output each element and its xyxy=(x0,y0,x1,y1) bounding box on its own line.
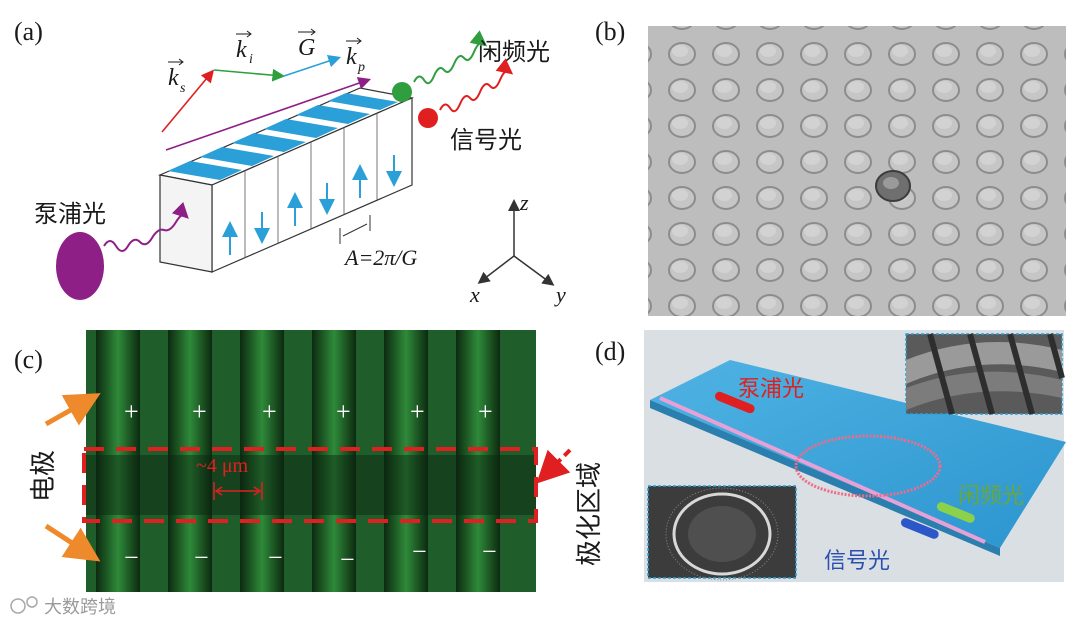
kp-label: k xyxy=(346,44,357,70)
watermark-text: 大数跨境 xyxy=(44,597,116,618)
pump-wave xyxy=(103,201,189,252)
chip-idler-label: 闲频光 xyxy=(958,484,1024,509)
svg-text:−: − xyxy=(124,543,139,572)
kp-vector xyxy=(165,77,372,151)
ki-sub: i xyxy=(249,52,253,67)
air-hole-lattice xyxy=(648,26,1066,316)
signal-dot xyxy=(418,108,438,128)
wave-vector-diagram: k s k i G k p xyxy=(161,28,372,151)
svg-text:+: + xyxy=(410,397,425,426)
crystal-side-face xyxy=(159,174,213,273)
pump-label: 泵浦光 xyxy=(34,200,106,228)
svg-text:+: + xyxy=(124,397,139,426)
g-label: G xyxy=(298,35,315,61)
panel-c: (c) + + + + + + − − − − − − ~4 μm xyxy=(14,330,605,592)
signal-wave xyxy=(439,58,514,113)
domain-walls xyxy=(244,113,378,258)
bus-waveguide xyxy=(659,396,986,544)
ks-vector xyxy=(161,69,215,133)
electrode-arrows xyxy=(44,393,101,562)
panel-a-label: (a) xyxy=(14,17,43,46)
signal-mode-marker xyxy=(900,518,939,539)
idler-dot xyxy=(392,82,412,102)
ki-vector xyxy=(213,68,286,82)
microring-resonator xyxy=(794,434,942,498)
axis-x-label: x xyxy=(469,282,480,307)
axis-y-label: y xyxy=(554,282,566,307)
electrode-label: 电极 xyxy=(29,450,59,502)
domain-spacing-label: ~4 μm xyxy=(196,455,249,477)
grating-stripes xyxy=(168,93,398,180)
panel-b-label: (b) xyxy=(595,17,625,46)
svg-text:−: − xyxy=(412,537,427,566)
panel-d-label: (d) xyxy=(595,337,625,366)
sem-inset-sidewall xyxy=(905,333,1065,415)
poled-band-shade xyxy=(86,455,536,515)
axis-z-label: z xyxy=(519,190,529,215)
ks-sub: s xyxy=(180,81,186,96)
sem-inset-ring xyxy=(647,485,797,581)
idler-wave xyxy=(413,30,488,85)
svg-text:+: + xyxy=(262,397,277,426)
poled-region-arrow xyxy=(536,448,572,484)
svg-text:−: − xyxy=(482,537,497,566)
panel-a: (a) xyxy=(14,17,566,307)
panel-c-label: (c) xyxy=(14,345,43,374)
poled-domains xyxy=(96,330,500,592)
poled-region-label: 极化区域 xyxy=(575,462,605,566)
chip-signal-label: 信号光 xyxy=(824,549,890,574)
svg-text:−: − xyxy=(340,545,355,574)
pump-mode-marker xyxy=(715,391,755,414)
svg-text:−: − xyxy=(194,543,209,572)
ks-label: k xyxy=(168,65,179,91)
poled-region-box xyxy=(82,447,538,523)
period-bracket xyxy=(339,215,371,244)
watermark: 大数跨境 xyxy=(10,596,116,618)
pump-beam-dot xyxy=(56,232,104,300)
svg-text:+: + xyxy=(336,397,351,426)
panel-d: (d) 泵浦光 闲频光 信号光 xyxy=(595,330,1066,582)
domain-polarization-arrows xyxy=(222,155,402,255)
vector-overbars xyxy=(168,28,362,66)
g-vector xyxy=(283,54,342,77)
electrode-plus-signs: + + + + + + xyxy=(124,397,493,426)
spacing-bracket xyxy=(213,482,263,500)
chip-pump-label: 泵浦光 xyxy=(738,377,804,402)
electrode-minus-signs: − − − − − − xyxy=(124,537,497,574)
svg-text:−: − xyxy=(268,543,283,572)
ppln-crystal: A=2π/G xyxy=(157,87,417,273)
idler-label: 闲频光 xyxy=(478,38,550,66)
kp-sub: p xyxy=(357,60,365,75)
signal-label: 信号光 xyxy=(450,126,522,154)
xyz-axes xyxy=(477,199,555,286)
svg-text:+: + xyxy=(478,397,493,426)
ki-label: k xyxy=(236,37,247,63)
panel-b: (b) xyxy=(595,17,1066,316)
period-formula: A=2π/G xyxy=(343,245,417,270)
idler-mode-marker xyxy=(936,502,975,523)
svg-text:+: + xyxy=(192,397,207,426)
